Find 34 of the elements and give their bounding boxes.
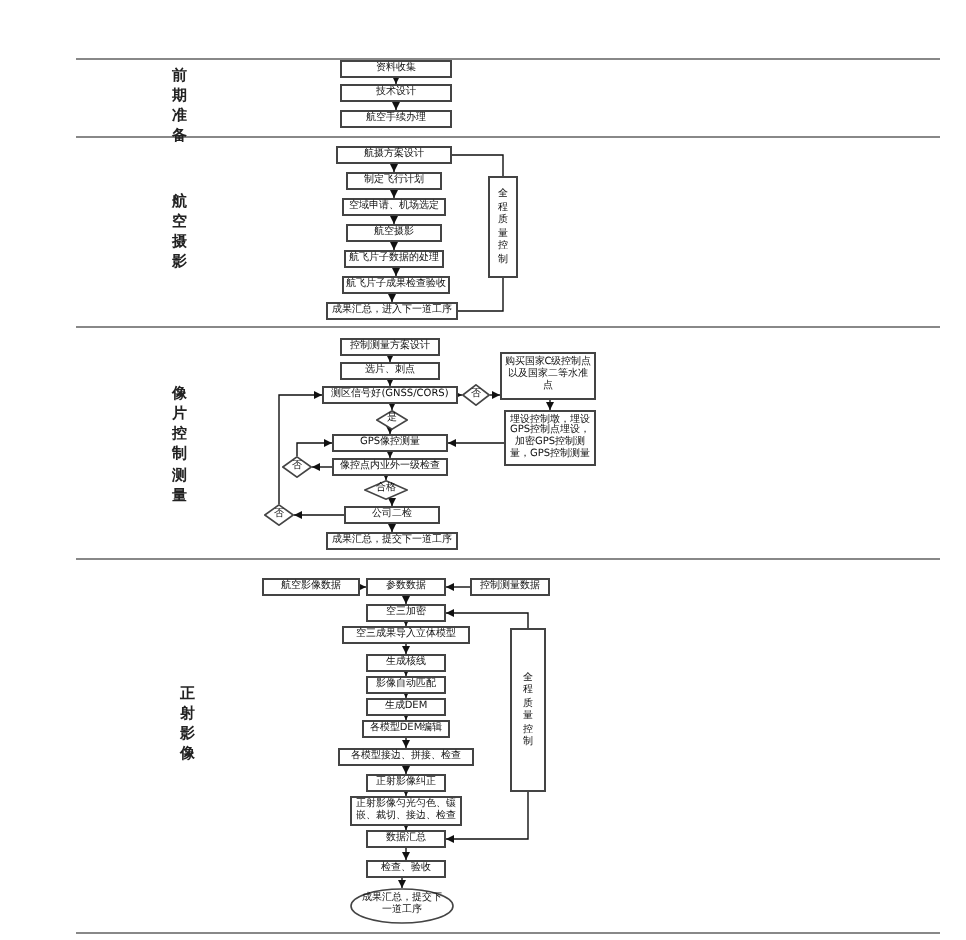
arrow bbox=[392, 101, 400, 111]
arrow bbox=[445, 791, 529, 843]
connector-line bbox=[451, 154, 504, 177]
arrow bbox=[390, 189, 398, 199]
arrow bbox=[386, 426, 394, 435]
arrow bbox=[402, 737, 410, 749]
arrow bbox=[388, 523, 396, 533]
arrow bbox=[388, 498, 396, 507]
arrow bbox=[386, 450, 394, 459]
connector-line bbox=[457, 277, 504, 312]
arrow bbox=[398, 877, 406, 889]
arrow bbox=[390, 163, 398, 173]
arrow bbox=[388, 293, 396, 303]
arrow bbox=[445, 609, 529, 629]
arrow bbox=[278, 391, 323, 505]
arrow bbox=[390, 215, 398, 225]
arrow bbox=[386, 378, 394, 387]
arrow bbox=[296, 439, 333, 457]
arrow bbox=[489, 391, 501, 399]
arrow bbox=[311, 463, 333, 471]
arrow bbox=[402, 643, 410, 655]
arrow bbox=[386, 354, 394, 363]
arrow bbox=[293, 511, 345, 519]
arrow bbox=[447, 439, 505, 447]
arrow bbox=[358, 583, 367, 591]
arrow bbox=[402, 847, 410, 861]
arrow bbox=[402, 595, 410, 605]
arrow bbox=[546, 399, 554, 411]
arrow bbox=[388, 402, 396, 411]
arrow bbox=[392, 267, 400, 277]
arrow bbox=[392, 76, 400, 85]
arrow bbox=[402, 765, 410, 775]
arrow bbox=[445, 583, 471, 591]
arrow bbox=[390, 241, 398, 251]
